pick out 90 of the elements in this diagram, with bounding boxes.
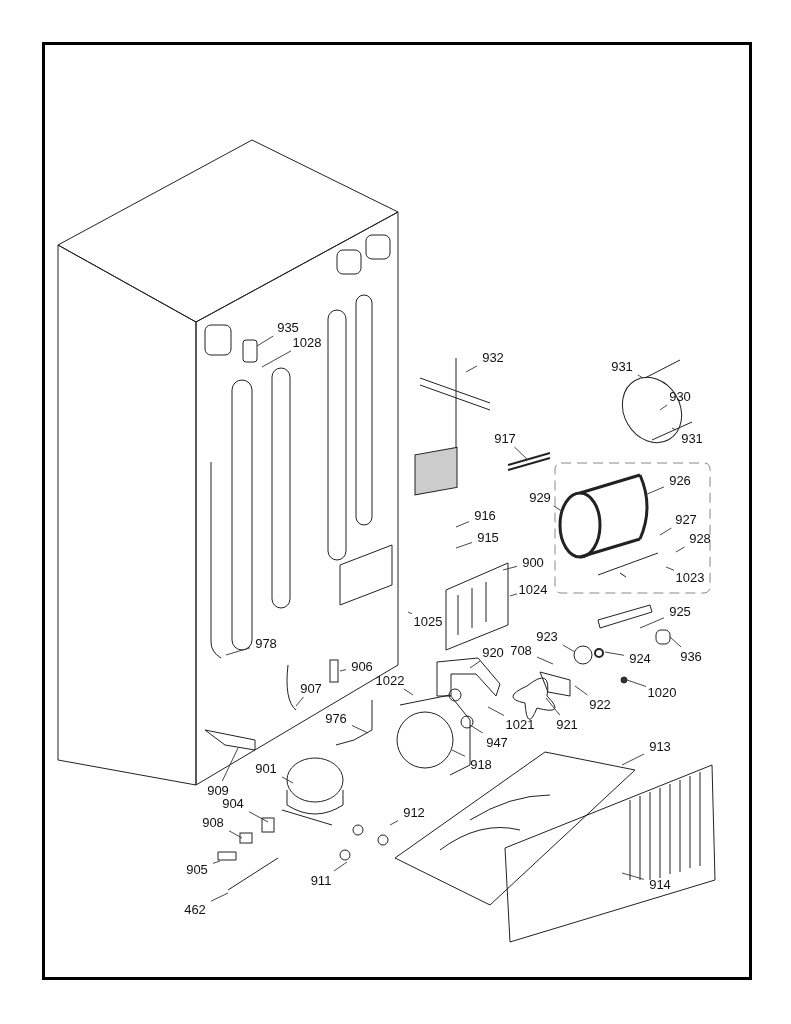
leader-line — [513, 446, 529, 461]
callout-number: 925 — [669, 603, 691, 619]
leader-line — [389, 820, 399, 826]
leader-line — [562, 644, 576, 653]
leader-line — [669, 636, 682, 648]
callout-number: 976 — [325, 710, 347, 726]
callout-number: 912 — [403, 804, 425, 820]
leader-line — [403, 688, 414, 696]
leader-line — [295, 696, 304, 707]
callout-number: 920 — [482, 644, 504, 660]
screw — [620, 676, 628, 684]
callout-number: 1021 — [505, 716, 535, 732]
leader-line — [502, 565, 518, 571]
callout-number: 927 — [675, 511, 697, 527]
leader-line — [455, 542, 473, 549]
leader-line — [333, 861, 348, 872]
callout-number: 906 — [351, 658, 373, 674]
leader-line — [545, 697, 561, 716]
callout-number: 931 — [681, 430, 703, 446]
leader-line — [261, 350, 292, 368]
leader-line — [659, 404, 668, 411]
leader-line — [604, 651, 625, 656]
callout-number: 947 — [486, 734, 508, 750]
leader-line — [407, 611, 413, 615]
callout-number: 907 — [300, 680, 322, 696]
callout-number: 915 — [477, 529, 499, 545]
leader-line — [339, 669, 347, 672]
callout-number: 932 — [482, 349, 504, 365]
leader-line — [469, 724, 484, 734]
roller-part — [655, 629, 671, 645]
leader-line — [644, 486, 665, 496]
leader-line — [626, 679, 647, 687]
leader-line — [469, 660, 481, 669]
leader-line — [248, 811, 269, 823]
leader-line — [665, 566, 675, 571]
callout-number: 936 — [680, 648, 702, 664]
leader-line — [509, 593, 518, 597]
callout-number: 913 — [649, 738, 671, 754]
callout-number: 922 — [589, 696, 611, 712]
leader-line — [553, 505, 564, 513]
leader-line — [574, 685, 588, 696]
callout-number: 923 — [536, 628, 558, 644]
callout-number: 924 — [629, 650, 651, 666]
callout-number: 928 — [689, 530, 711, 546]
callout-number: 1024 — [518, 581, 548, 597]
callout-number: 930 — [669, 388, 691, 404]
leader-line — [675, 546, 686, 553]
leader-line — [451, 749, 466, 757]
callout-number: 918 — [470, 756, 492, 772]
leader-line — [659, 527, 672, 536]
callout-number: 1023 — [675, 569, 705, 585]
leader-line — [212, 860, 221, 864]
leader-line — [228, 830, 243, 839]
leader-line — [455, 521, 470, 528]
callout-number: 917 — [494, 430, 516, 446]
leader-line — [465, 365, 478, 373]
leader-line — [639, 617, 665, 629]
leader-line — [281, 776, 294, 784]
callout-number: 931 — [611, 358, 633, 374]
callout-number: 908 — [202, 814, 224, 830]
leader-line — [225, 647, 251, 656]
callout-number: 1025 — [413, 613, 443, 629]
callout-number: 926 — [669, 472, 691, 488]
leader-line — [621, 753, 645, 766]
callout-number: 708 — [510, 642, 532, 658]
leader-line — [637, 374, 644, 379]
leader-line — [536, 656, 554, 665]
callout-number: 1020 — [647, 684, 677, 700]
leader-line — [351, 725, 369, 734]
callout-number: 911 — [310, 872, 332, 888]
callout-number: 462 — [184, 901, 206, 917]
leader-line — [221, 747, 239, 782]
leader-line — [210, 892, 229, 902]
callout-number: 1022 — [375, 672, 405, 688]
callout-number: 916 — [474, 507, 496, 523]
callout-number: 929 — [529, 489, 551, 505]
callout-number: 905 — [186, 861, 208, 877]
callout-number: 1028 — [292, 334, 322, 350]
callout-number: 909 — [207, 782, 229, 798]
leader-line — [621, 872, 645, 880]
leader-line — [487, 706, 505, 716]
callout-number: 921 — [556, 716, 578, 732]
callout-number: 935 — [277, 319, 299, 335]
leader-line — [671, 427, 677, 431]
callout-number: 900 — [522, 554, 544, 570]
callout-number: 901 — [255, 760, 277, 776]
callout-number: 914 — [649, 876, 671, 892]
callout-number: 978 — [255, 635, 277, 651]
leader-line — [256, 335, 274, 347]
callout-number: 904 — [222, 795, 244, 811]
